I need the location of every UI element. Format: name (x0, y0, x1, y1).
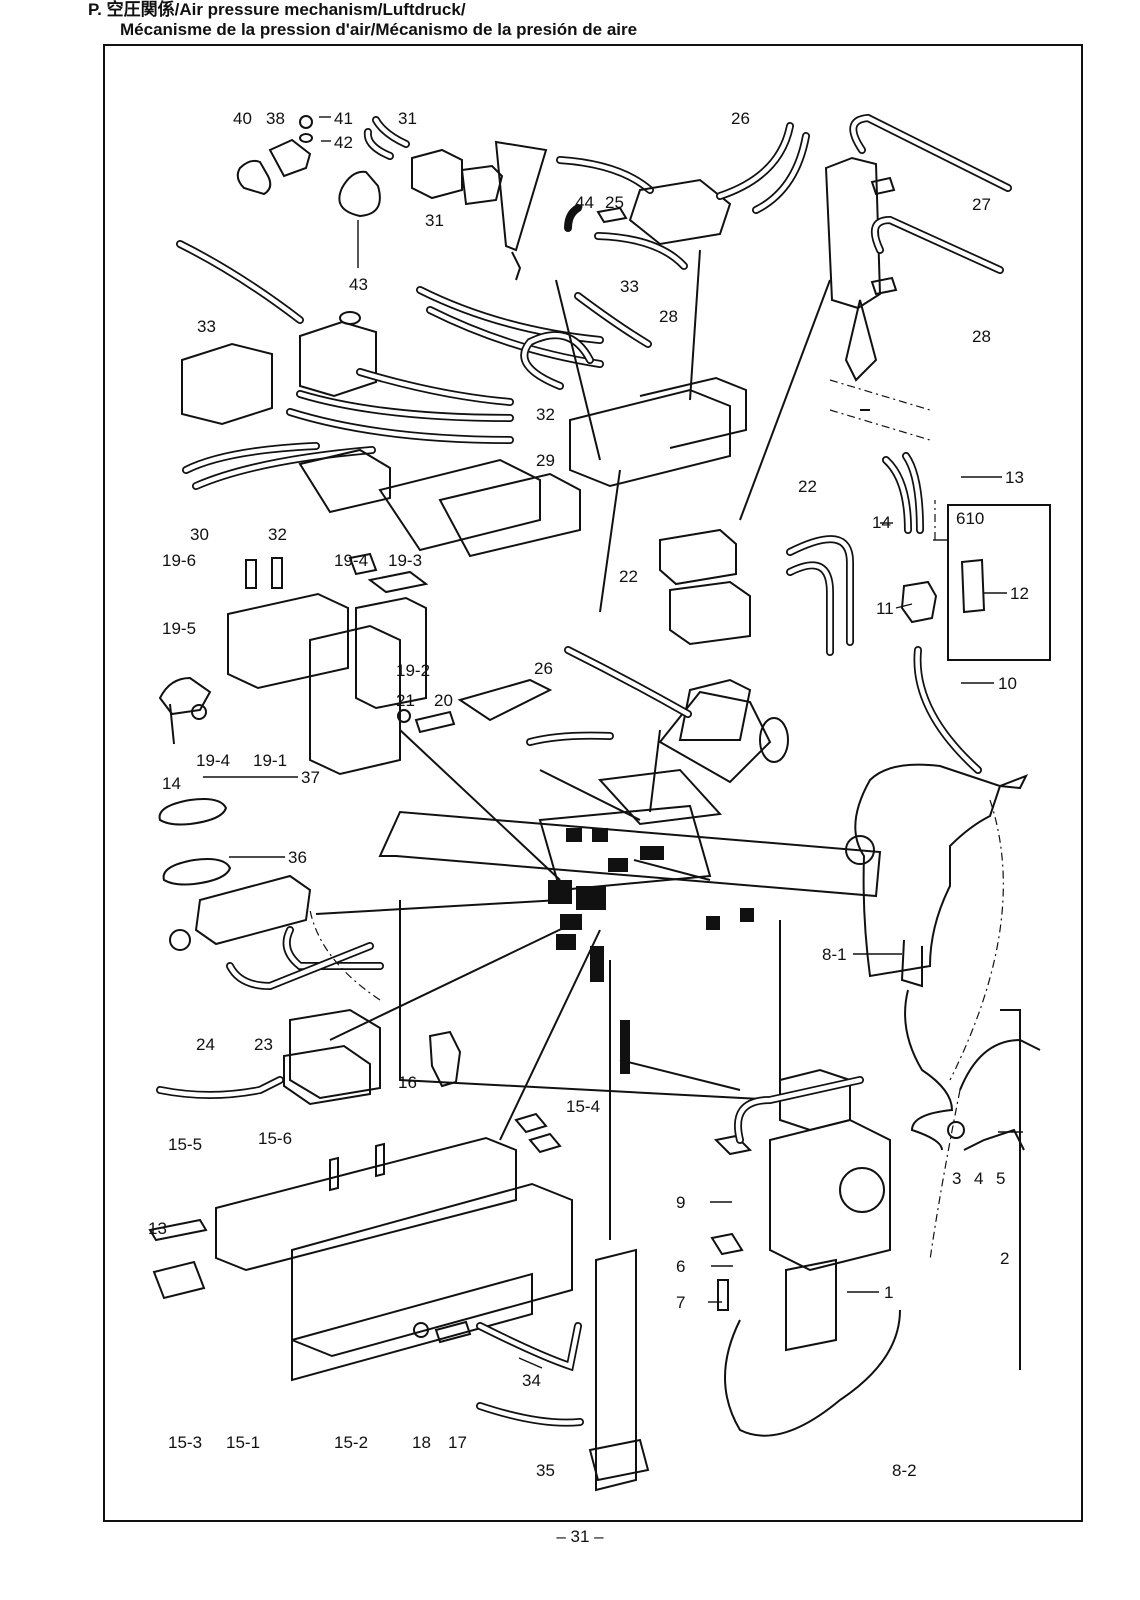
label-19-2: 19-2 (396, 661, 430, 680)
label-24: 24 (196, 1035, 215, 1054)
label-34: 34 (522, 1371, 541, 1390)
label-36: 36 (288, 848, 307, 867)
left-lower-cylinder (156, 874, 462, 1106)
label-14-lower: 14 (162, 774, 181, 793)
label-2: 2 (1000, 1249, 1009, 1268)
tube-10 (913, 646, 982, 774)
label-8-2: 8-2 (892, 1461, 917, 1480)
filter-regulator (710, 1068, 1025, 1437)
label-15-6: 15-6 (258, 1129, 292, 1148)
label-25: 25 (605, 193, 624, 212)
label-19-4-upper: 19-4 (334, 551, 368, 570)
part-number-labels: 40 38 41 42 31 26 25 44 27 43 31 33 33 2… (148, 109, 1029, 1480)
manifold-15 (148, 1112, 573, 1382)
label-610: 610 (956, 509, 984, 528)
label-33-right: 33 (620, 277, 639, 296)
label-27: 27 (972, 195, 991, 214)
label-42: 42 (334, 133, 353, 152)
label-33-left: 33 (197, 317, 216, 336)
label-19-4-lower: 19-4 (196, 751, 230, 770)
label-44: 44 (575, 193, 594, 212)
machine-table (378, 528, 882, 1102)
air-gun (845, 409, 1041, 1370)
label-26-upper: 26 (731, 109, 750, 128)
label-13-lower: 13 (148, 1219, 167, 1238)
label-32-lower: 32 (268, 525, 287, 544)
title-line-2: Mécanisme de la pression d'air/Mécanismo… (120, 20, 638, 39)
manifold-19 (158, 552, 456, 776)
label-3: 3 (952, 1169, 961, 1188)
label-22-right: 22 (798, 477, 817, 496)
label-15-2: 15-2 (334, 1433, 368, 1452)
connection-arrows (315, 249, 831, 1240)
cord-clamps (236, 115, 381, 268)
label-31-upper: 31 (398, 109, 417, 128)
label-18: 18 (412, 1433, 431, 1452)
label-6: 6 (676, 1257, 685, 1276)
label-1: 1 (884, 1283, 893, 1302)
label-4: 4 (974, 1169, 983, 1188)
page-number: – 31 – (556, 1527, 604, 1546)
label-12: 12 (1010, 584, 1029, 603)
label-13-upper: 13 (1005, 468, 1024, 487)
label-15-1: 15-1 (226, 1433, 260, 1452)
label-9: 9 (676, 1193, 685, 1212)
dashed-connectors (309, 500, 1004, 1261)
page-title: P. 空圧関係/Air pressure mechanism/Luftdruck… (88, 0, 1088, 40)
label-37: 37 (301, 768, 320, 787)
label-19-3: 19-3 (388, 551, 422, 570)
leader-lines (203, 116, 1023, 1369)
label-10: 10 (998, 674, 1017, 693)
label-19-6: 19-6 (162, 551, 196, 570)
upper-cylinders (411, 122, 810, 281)
vertical-cylinder (476, 1248, 650, 1492)
label-28-middle: 28 (659, 307, 678, 326)
label-31-lower: 31 (425, 211, 444, 230)
tubes-31-upper (363, 116, 410, 160)
label-8-1: 8-1 (822, 945, 847, 964)
label-23: 23 (254, 1035, 273, 1054)
label-22-middle: 22 (619, 567, 638, 586)
label-15-4: 15-4 (566, 1097, 600, 1116)
fitting-box-610 (900, 504, 1051, 661)
label-32-upper: 32 (536, 405, 555, 424)
label-14-upper: 14 (872, 513, 891, 532)
label-21: 21 (396, 691, 415, 710)
label-30: 30 (190, 525, 209, 544)
label-11: 11 (876, 599, 894, 618)
upper-valve-groups (176, 240, 747, 558)
label-29: 29 (536, 451, 555, 470)
label-5: 5 (996, 1169, 1005, 1188)
label-28-right: 28 (972, 327, 991, 346)
label-43: 43 (349, 275, 368, 294)
label-16: 16 (398, 1073, 417, 1092)
right-cylinder (824, 113, 1012, 441)
label-19-1: 19-1 (253, 751, 287, 770)
tubes-22-13-14 (786, 452, 924, 656)
title-line-1: P. 空圧関係/Air pressure mechanism/Luftdruck… (88, 0, 466, 19)
label-17: 17 (448, 1433, 467, 1452)
label-38: 38 (266, 109, 285, 128)
label-15-5: 15-5 (168, 1135, 202, 1154)
label-41: 41 (334, 109, 353, 128)
label-26-middle: 26 (534, 659, 553, 678)
label-7: 7 (676, 1293, 685, 1312)
label-20: 20 (434, 691, 453, 710)
cable-ties (158, 798, 232, 886)
diagram-frame (103, 44, 1083, 1522)
label-15-3: 15-3 (168, 1433, 202, 1452)
label-19-5: 19-5 (162, 619, 196, 638)
label-40: 40 (233, 109, 252, 128)
label-35: 35 (536, 1461, 555, 1480)
